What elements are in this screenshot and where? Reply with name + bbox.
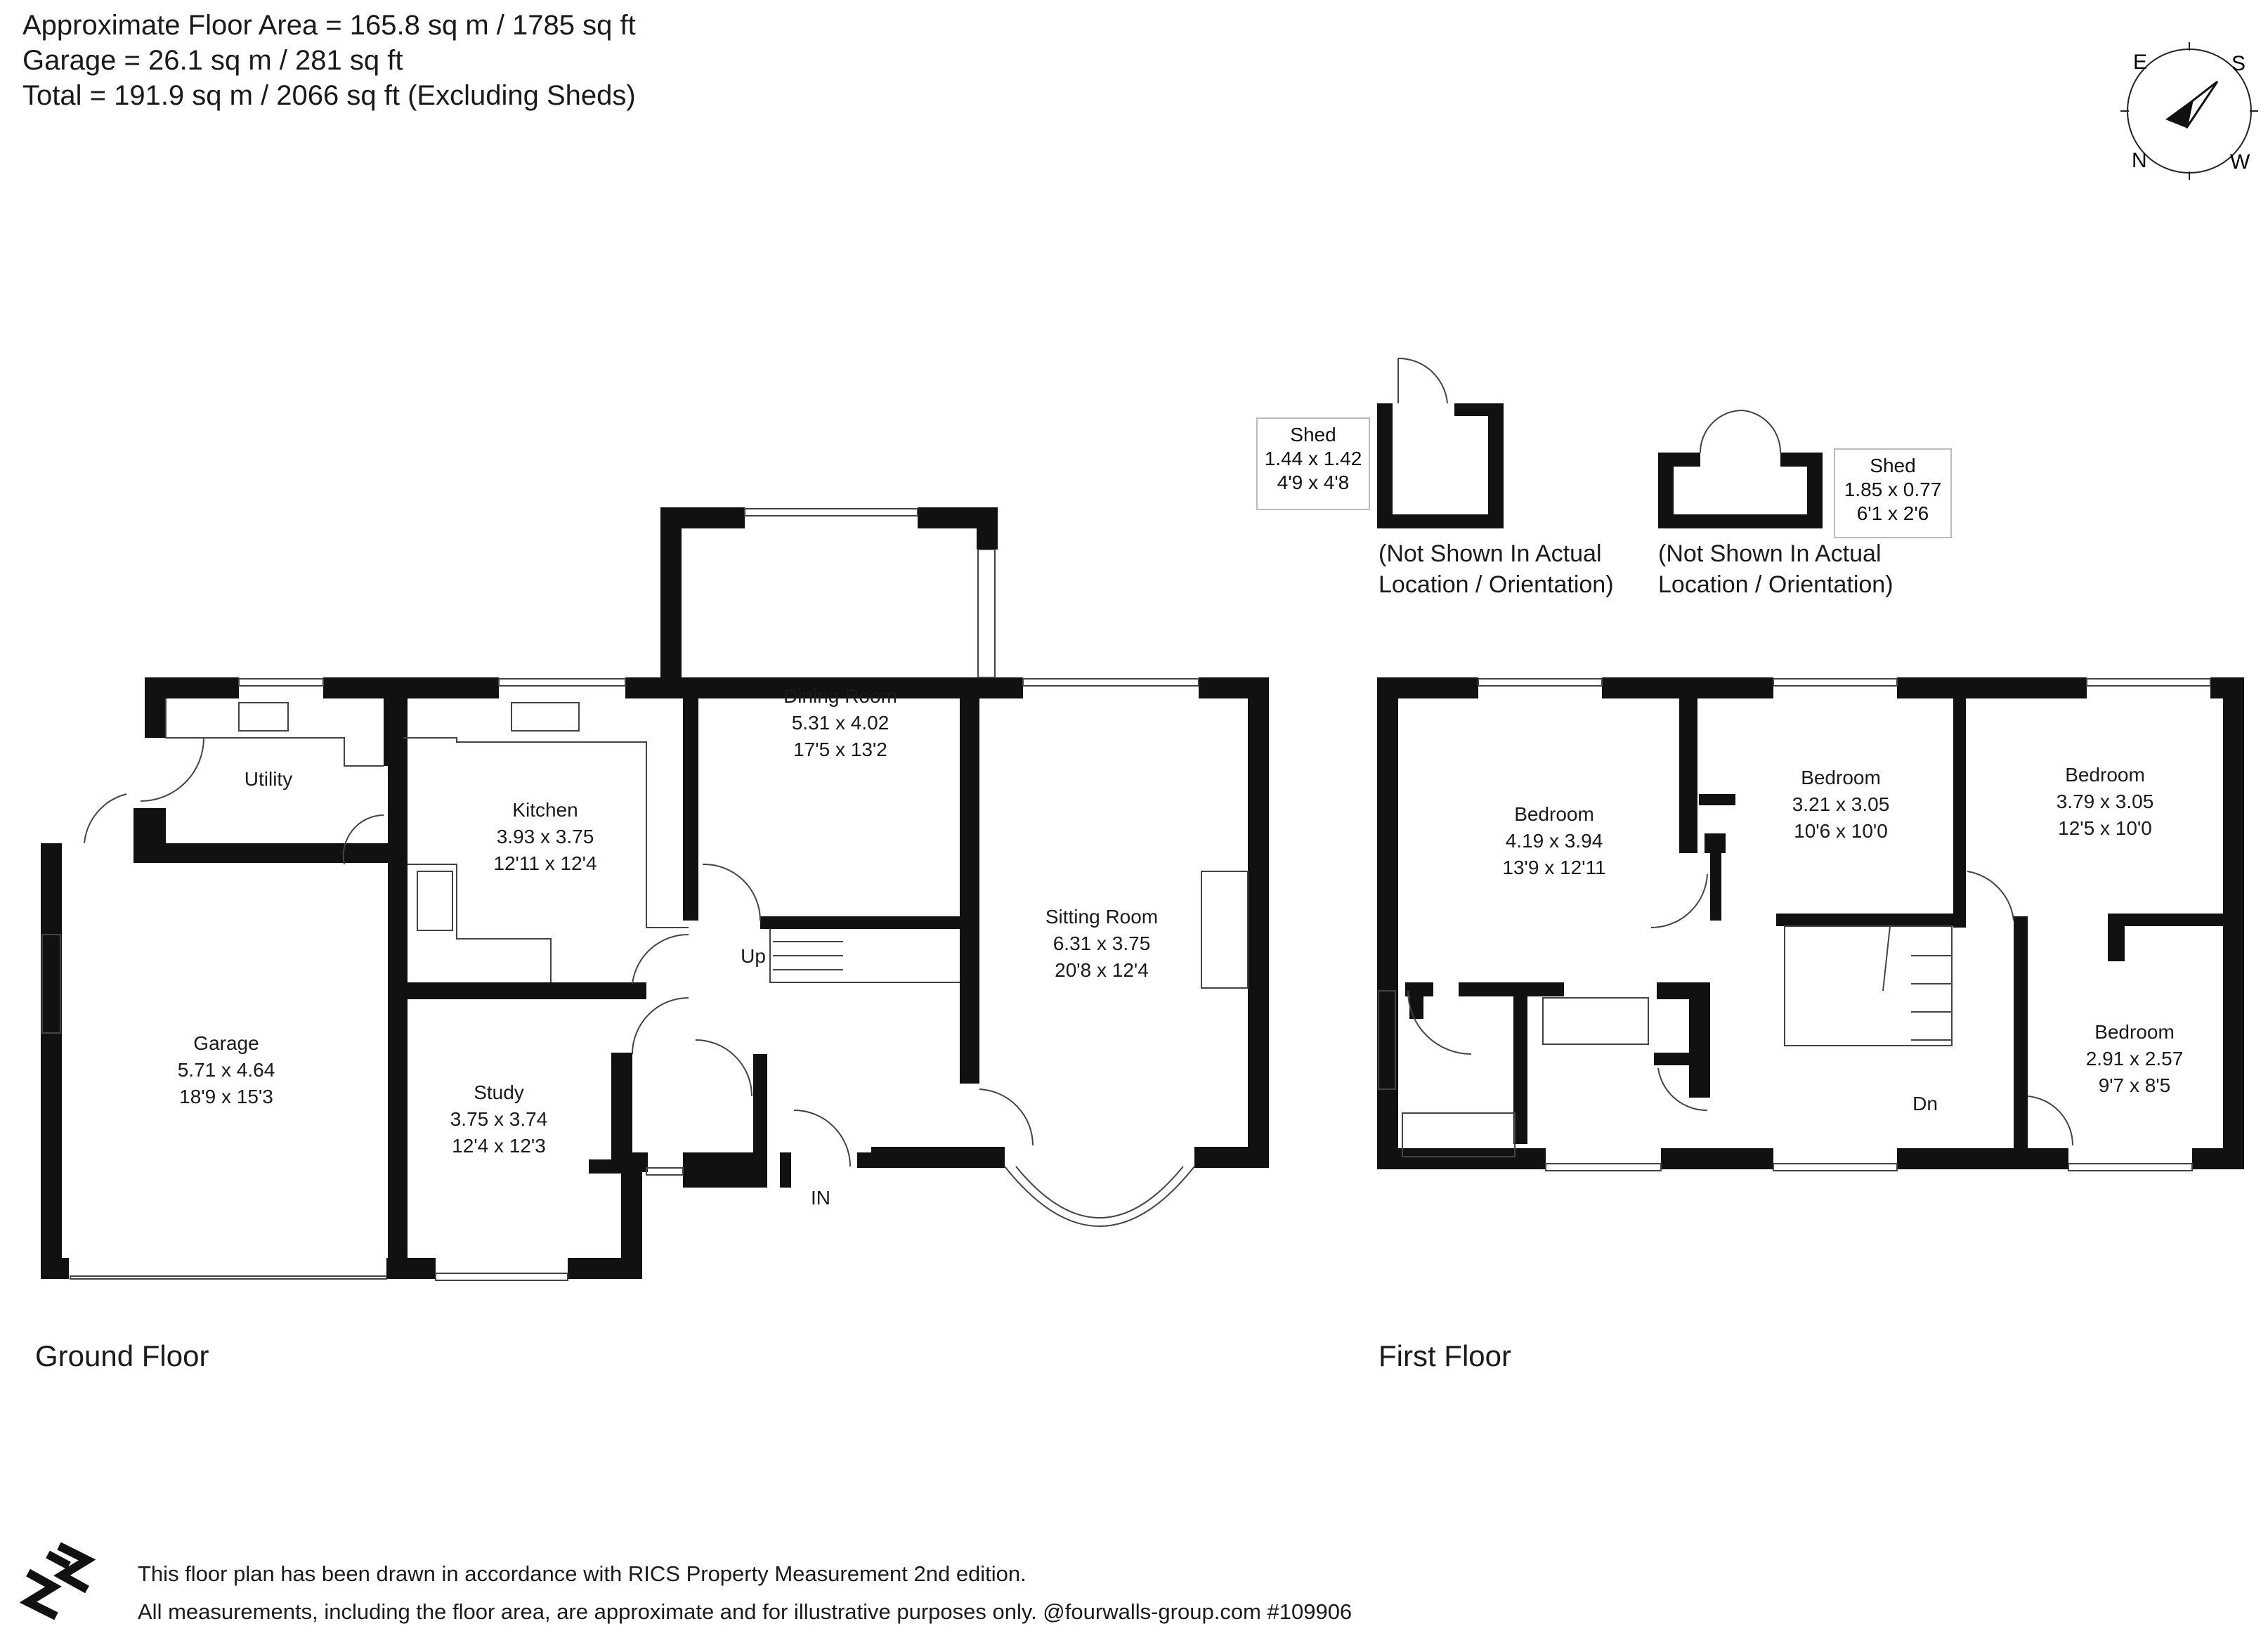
dining-room-metric: 5.31 x 4.02	[792, 712, 889, 734]
fourwalls-logo-icon	[20, 1542, 96, 1620]
bedroom-3-name: Bedroom	[2065, 764, 2145, 786]
bedroom-2-metric: 3.21 x 3.05	[1792, 793, 1890, 815]
ground-floor-label: Ground Floor	[35, 1339, 209, 1372]
garage-area: Garage = 26.1 sq m / 281 sq ft	[22, 45, 403, 76]
floor-area-total: Approximate Floor Area = 165.8 sq m / 17…	[22, 10, 636, 41]
shed-1-metric: 1.44 x 1.42	[1264, 448, 1362, 469]
stairs-down-label: Dn	[1912, 1093, 1938, 1114]
garage-imperial: 18'9 x 15'3	[179, 1086, 273, 1107]
bedroom-1-metric: 4.19 x 3.94	[1506, 830, 1603, 852]
study-name: Study	[474, 1081, 524, 1103]
shed-1-label: Shed 1.44 x 1.42 4'9 x 4'8	[1256, 417, 1370, 510]
dining-room-imperial: 17'5 x 13'2	[793, 739, 887, 760]
first-floor-label: First Floor	[1379, 1339, 1511, 1372]
stairs-up-label: Up	[741, 945, 766, 967]
shed-2-name: Shed	[1870, 455, 1916, 476]
garage-metric: 5.71 x 4.64	[178, 1059, 275, 1081]
kitchen-metric: 3.93 x 3.75	[497, 826, 594, 847]
bedroom-4-metric: 2.91 x 2.57	[2086, 1048, 2184, 1070]
compass-n: N	[2132, 149, 2147, 172]
study-imperial: 12'4 x 12'3	[452, 1135, 546, 1157]
shed-2-label: Shed 1.85 x 0.77 6'1 x 2'6	[1834, 448, 1952, 538]
walls	[41, 403, 2244, 1279]
footer-rics-note: This floor plan has been drawn in accord…	[138, 1561, 1027, 1586]
shed-2-note-line2: Location / Orientation)	[1658, 571, 1894, 598]
shed-1-note: (Not Shown In Actual Location / Orientat…	[1379, 538, 1614, 600]
shed-2-imperial: 6'1 x 2'6	[1856, 502, 1929, 524]
compass-w: W	[2230, 150, 2250, 174]
sitting-room-name: Sitting Room	[1045, 906, 1158, 928]
shed-1-imperial: 4'9 x 4'8	[1277, 472, 1350, 493]
footer-disclaimer: All measurements, including the floor ar…	[138, 1599, 1353, 1624]
room-labels: Dining Room 5.31 x 4.02 17'5 x 13'2 Util…	[178, 685, 2184, 1209]
compass-icon: E S N W	[2120, 42, 2258, 180]
utility-name: Utility	[245, 768, 292, 790]
bedroom-2-name: Bedroom	[1801, 767, 1881, 788]
sitting-room-imperial: 20'8 x 12'4	[1055, 959, 1149, 981]
study-metric: 3.75 x 3.74	[450, 1108, 548, 1130]
plan-details	[41, 357, 2211, 1281]
bedroom-4-name: Bedroom	[2094, 1021, 2175, 1043]
shed-1-note-line2: Location / Orientation)	[1379, 571, 1614, 598]
entrance-label: IN	[811, 1187, 830, 1209]
shed-2-note: (Not Shown In Actual Location / Orientat…	[1658, 538, 1894, 600]
overall-total-area: Total = 191.9 sq m / 2066 sq ft (Excludi…	[22, 80, 636, 111]
bedroom-1-imperial: 13'9 x 12'11	[1502, 857, 1605, 878]
bedroom-1-name: Bedroom	[1514, 803, 1594, 825]
shed-1-name: Shed	[1290, 424, 1336, 446]
dining-room-name: Dining Room	[783, 685, 897, 707]
bedroom-3-metric: 3.79 x 3.05	[2057, 791, 2154, 812]
bedroom-2-imperial: 10'6 x 10'0	[1794, 820, 1888, 842]
shed-2-note-line1: (Not Shown In Actual	[1658, 540, 1882, 567]
shed-1-note-line1: (Not Shown In Actual	[1379, 540, 1602, 567]
bedroom-3-imperial: 12'5 x 10'0	[2058, 817, 2152, 839]
sitting-room-metric: 6.31 x 3.75	[1053, 932, 1151, 954]
compass-e: E	[2133, 51, 2147, 74]
bedroom-4-imperial: 9'7 x 8'5	[2099, 1074, 2171, 1096]
kitchen-name: Kitchen	[512, 799, 578, 821]
compass-s: S	[2231, 52, 2246, 75]
garage-name: Garage	[193, 1032, 259, 1054]
kitchen-imperial: 12'11 x 12'4	[493, 852, 597, 874]
shed-2-metric: 1.85 x 0.77	[1844, 479, 1942, 500]
